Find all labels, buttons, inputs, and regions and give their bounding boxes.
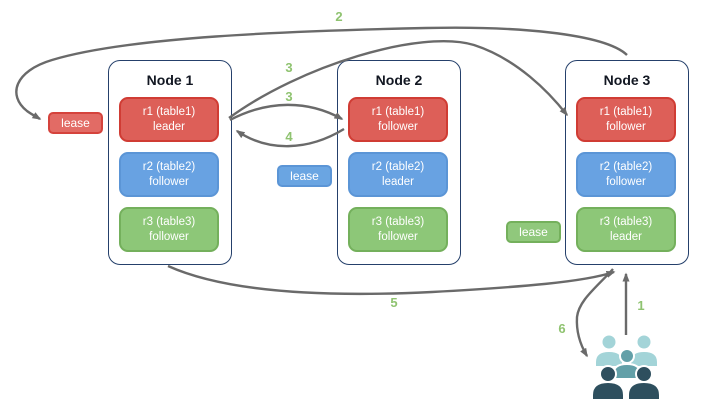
replica-name: r3 (table3) (142, 215, 196, 228)
node-3-replica-r1: r1 (table1) follower (576, 97, 676, 142)
node-1-replica-r2: r2 (table2) follower (119, 152, 219, 197)
replica-role: follower (606, 120, 646, 133)
arrow-step-5 (167, 264, 616, 296)
node-1-title: Node 1 (146, 72, 194, 88)
node-2-replica-r2: r2 (table2) leader (348, 152, 448, 197)
node-3-title: Node 3 (603, 72, 651, 88)
node-1-replica-r3: r3 (table3) follower (119, 207, 219, 252)
replica-role: leader (153, 120, 185, 133)
replica-role: follower (149, 175, 189, 188)
replica-name: r3 (table3) (371, 215, 425, 228)
step-label-3b: 3 (285, 89, 293, 104)
replica-name: r1 (table1) (142, 105, 196, 118)
arrow-step-6 (575, 268, 614, 358)
replica-name: r3 (table3) (599, 215, 653, 228)
node-2: Node 2 r1 (table1) follower r2 (table2) … (337, 60, 461, 265)
node-1-replica-r1: r1 (table1) leader (119, 97, 219, 142)
lease-badge-r3: lease (506, 221, 561, 243)
step-label-2: 2 (335, 9, 343, 24)
arrow-step-3-to-node2 (229, 103, 344, 122)
node-2-title: Node 2 (375, 72, 423, 88)
step-label-3a: 3 (285, 60, 293, 75)
replica-role: leader (610, 230, 642, 243)
users-icon (591, 333, 661, 401)
replica-name: r1 (table1) (599, 105, 653, 118)
node-1: Node 1 r1 (table1) leader r2 (table2) fo… (108, 60, 232, 265)
step-label-6: 6 (558, 321, 566, 336)
replica-role: follower (149, 230, 189, 243)
step-label-4: 4 (285, 129, 293, 144)
replica-name: r2 (table2) (142, 160, 196, 173)
node-3-replica-r2: r2 (table2) follower (576, 152, 676, 197)
replica-role: follower (378, 230, 418, 243)
step-label-5: 5 (390, 295, 398, 310)
node-2-replica-r1: r1 (table1) follower (348, 97, 448, 142)
replica-role: follower (378, 120, 418, 133)
replica-role: leader (382, 175, 414, 188)
replica-name: r2 (table2) (371, 160, 425, 173)
replica-name: r1 (table1) (371, 105, 425, 118)
node-2-replica-r3: r3 (table3) follower (348, 207, 448, 252)
replica-name: r2 (table2) (599, 160, 653, 173)
node-3-replica-r3: r3 (table3) leader (576, 207, 676, 252)
lease-badge-r1: lease (48, 112, 103, 134)
step-label-1: 1 (637, 298, 645, 313)
replica-role: follower (606, 175, 646, 188)
node-3: Node 3 r1 (table1) follower r2 (table2) … (565, 60, 689, 265)
lease-badge-r2: lease (277, 165, 332, 187)
